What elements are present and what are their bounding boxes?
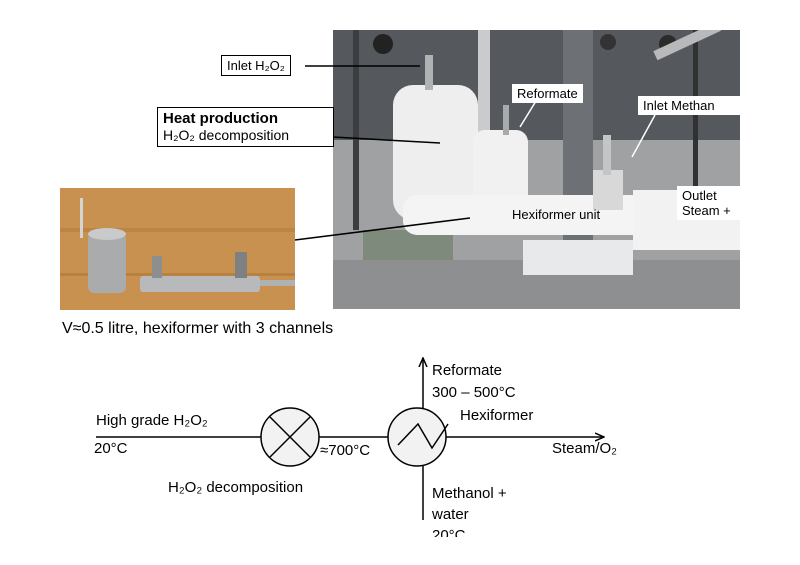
apparatus-photo	[333, 30, 740, 309]
feed-line2: water	[432, 506, 469, 523]
decomposition-label: H₂O₂ decomposition	[168, 479, 304, 496]
hexiformer-unit-label: Hexiformer unit	[512, 207, 601, 222]
outlet-steam-label: Outlet Steam +	[677, 186, 747, 220]
feed-line1: Methanol +	[432, 485, 507, 502]
input-label-line1: High grade H₂O₂	[96, 412, 208, 429]
reformate-line1: Reformate	[432, 362, 503, 379]
heat-production-subtitle: H₂O₂ decomposition	[163, 127, 290, 143]
heat-production-title: Heat production	[163, 110, 278, 127]
inlet-h2o2-label: Inlet H₂O₂	[221, 55, 291, 76]
temperature-label: ≈700°C	[320, 442, 371, 459]
outlet-line-2: Steam +	[682, 203, 731, 218]
volume-caption: V≈0.5 litre, hexiformer with 3 channels	[62, 320, 334, 337]
heat-production-label: Heat production H₂O₂ decomposition	[157, 107, 334, 147]
input-label-line2: 20°C	[94, 440, 128, 457]
inlet-methanol-label: Inlet Methan	[638, 96, 745, 115]
apparatus-illustration	[333, 30, 740, 309]
hexiformer-parts-illustration	[60, 188, 295, 310]
reformate-line2: 300 – 500°C	[432, 384, 516, 401]
hexiformer-label: Hexiformer	[460, 407, 534, 424]
feed-line3-clip: 20°C	[432, 527, 512, 537]
outlet-line-1: Outlet	[682, 188, 717, 203]
reformate-label: Reformate	[512, 84, 583, 103]
hexiformer-inset-photo	[60, 188, 295, 310]
hexiformer-symbol	[387, 407, 449, 467]
feed-line3: 20°C	[432, 527, 466, 537]
decomposition-vessel-symbol	[260, 407, 320, 467]
output-label: Steam/O₂	[552, 440, 618, 457]
